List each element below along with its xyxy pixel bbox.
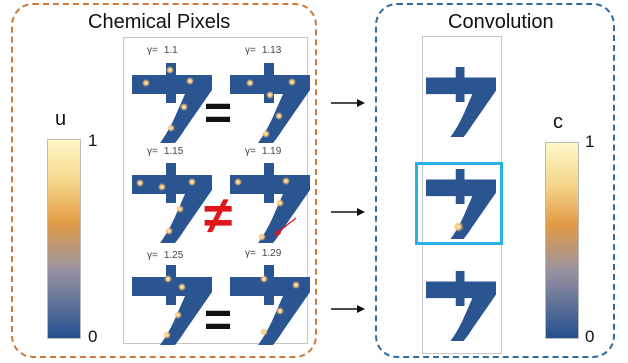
chemical-pixels-panel [11,3,317,358]
chemical-pixel-seven [132,63,212,143]
gamma-label: γ=1.19 [245,146,282,157]
c-colorbar-max: 1 [585,132,595,151]
gamma-label: γ=1.29 [245,248,282,259]
right-arrow-icon [331,305,365,313]
chemical-pixel-seven [230,63,310,143]
equals-sign: = [203,294,233,347]
highlight-box [415,162,503,245]
chemical-pixel-seven [230,265,310,345]
chemical-pixel-seven [132,265,212,345]
convolved-seven [426,270,496,342]
gamma-label: γ=1.1 [147,45,178,56]
equals-sign: = [203,87,233,140]
c-colorbar [545,142,579,339]
red-pointer-arrow [274,217,297,236]
convolved-seven [426,66,496,138]
convolution-panel [375,3,615,358]
convolved-seven [426,168,496,240]
convolution-title: Convolution [448,11,554,33]
not-equal-sign: ≠ [203,187,233,245]
u-colorbar [47,139,81,339]
chemical-pixel-seven [132,163,212,243]
gamma-label: γ=1.25 [147,250,184,261]
u-colorbar-label: u [55,108,67,130]
u-colorbar-min: 0 [88,327,98,346]
gamma-label: γ=1.13 [245,45,282,56]
right-arrow-icon [331,99,365,107]
chemical-pixels-title: Chemical Pixels [88,11,231,33]
c-colorbar-label: c [553,111,563,133]
u-colorbar-max: 1 [88,131,98,150]
gamma-label: γ=1.15 [147,146,184,157]
right-arrow-icon [331,208,365,216]
c-colorbar-min: 0 [585,327,595,346]
chemical-pixel-seven [230,163,310,243]
